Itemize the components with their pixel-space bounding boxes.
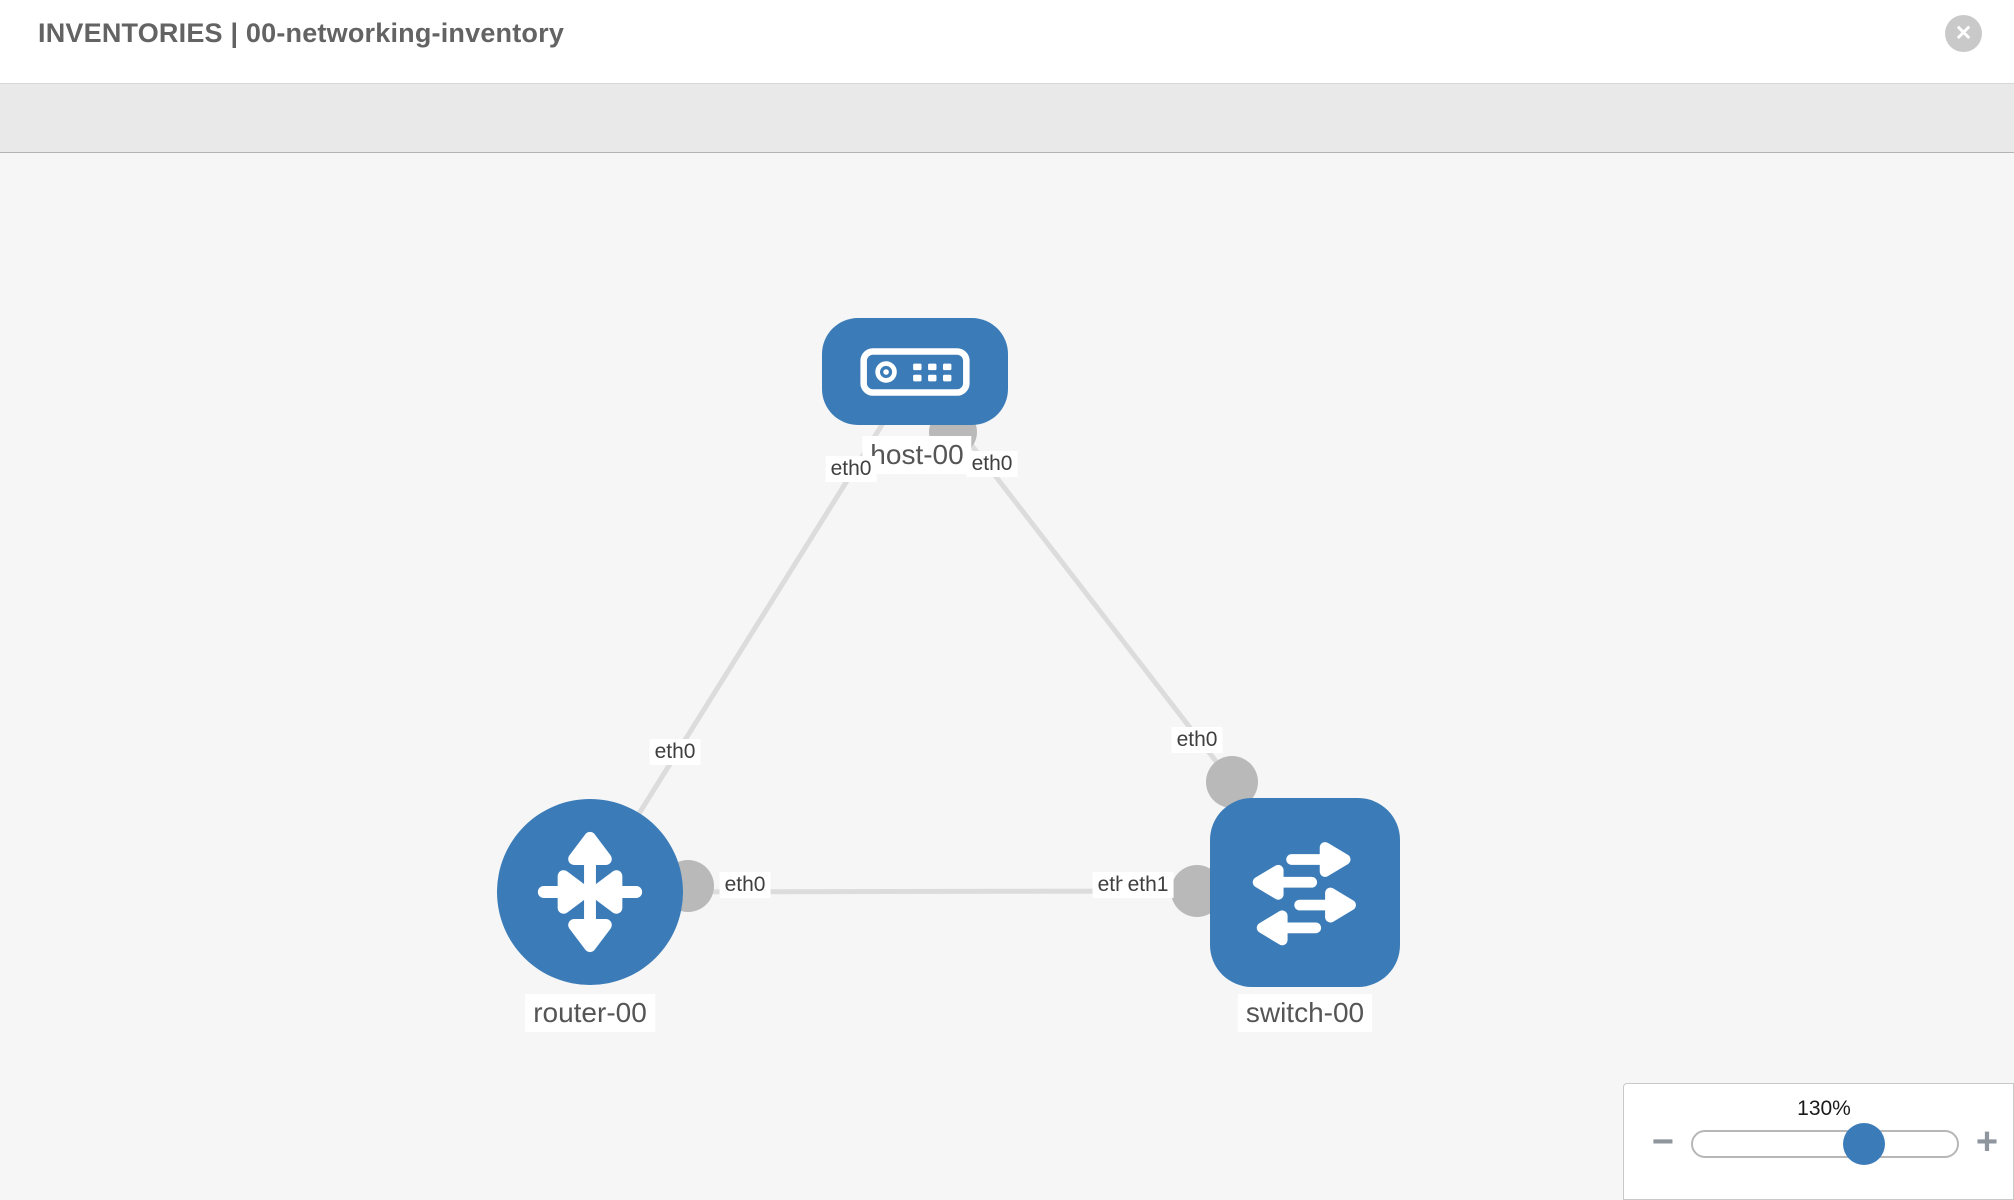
zoom-slider-thumb[interactable] <box>1843 1123 1885 1165</box>
page-title: INVENTORIES | 00-networking-inventory <box>38 18 565 48</box>
toolbar: ACTIONS SEARCH <box>0 83 2014 228</box>
zoom-slider-track[interactable] <box>1691 1130 1959 1158</box>
node-switch-00[interactable] <box>1210 798 1400 987</box>
interface-label-router-host: eth0 <box>649 739 701 765</box>
interface-label-router-right: eth0 <box>719 872 771 898</box>
host-icon <box>860 347 970 396</box>
interface-label-switch-top: eth0 <box>1171 727 1223 753</box>
interface-label-host-left: eth0 <box>825 456 877 482</box>
zoom-out-button[interactable]: − <box>1651 1121 1675 1163</box>
close-icon: ✕ <box>1954 22 1973 45</box>
header-bar: INVENTORIES | 00-networking-inventory ✕ <box>0 0 2014 83</box>
node-label-router-00: router-00 <box>525 994 655 1032</box>
router-icon <box>537 831 643 953</box>
node-host-00[interactable] <box>822 318 1008 425</box>
interface-label-host-right: eth0 <box>966 451 1018 477</box>
node-router-00[interactable] <box>497 799 683 985</box>
switch-icon <box>1252 841 1356 945</box>
port-switch-eth0 <box>1206 756 1258 808</box>
interface-label-switch-left-eth1: eth1 <box>1122 872 1174 898</box>
zoom-panel: 130% − + <box>1623 1083 2014 1200</box>
close-button[interactable]: ✕ <box>1945 15 1982 52</box>
node-label-host-00: host-00 <box>862 436 972 474</box>
zoom-in-button[interactable]: + <box>1975 1121 1999 1163</box>
topology-links-layer <box>587 370 1258 917</box>
topology-canvas <box>0 153 2014 1200</box>
zoom-level-value: 130% <box>1797 1097 1851 1120</box>
node-label-switch-00: switch-00 <box>1237 994 1373 1032</box>
